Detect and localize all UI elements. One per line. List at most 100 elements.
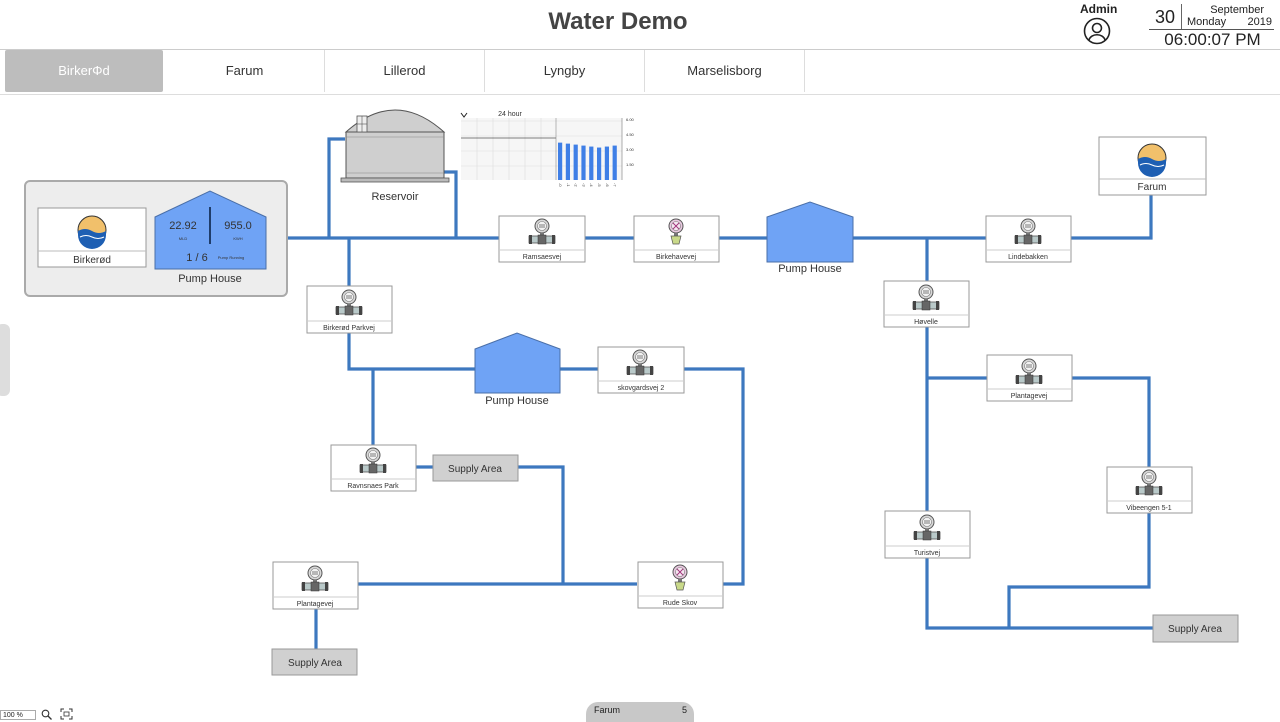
x-tick: -1 xyxy=(566,183,571,187)
station-label: Høvelle xyxy=(914,319,938,326)
pump-house-lower[interactable]: Pump House xyxy=(474,332,561,407)
trend-bar xyxy=(581,145,586,180)
supply-area-middle[interactable]: Supply Area xyxy=(432,454,519,482)
tab-lillerod[interactable]: Lillerod xyxy=(325,50,485,92)
date-year: 2019 xyxy=(1247,16,1272,28)
station-turistvej[interactable]: Turistvej xyxy=(884,510,971,559)
supply-area-left[interactable]: Supply Area xyxy=(271,648,358,676)
station-label: skovgardsvej 2 xyxy=(618,385,665,392)
station-label: Plantagevej xyxy=(297,601,334,608)
trend-bar xyxy=(604,146,609,180)
station-skovgardsvej[interactable]: skovgardsvej 2 xyxy=(597,346,685,394)
water-site-icon xyxy=(1137,143,1167,177)
side-panel-handle[interactable] xyxy=(0,324,10,396)
supply-area-label: Supply Area xyxy=(288,658,342,669)
energy-unit: KWH xyxy=(233,236,242,241)
y-tick: 6.00 xyxy=(626,117,635,122)
network-diagram: Birkerød 22.92 MLD 955.0 KWH 1 / 6 Pump … xyxy=(24,109,1239,676)
magnifier-icon[interactable] xyxy=(41,709,53,720)
supply-area-label: Supply Area xyxy=(448,464,502,475)
trend-bar xyxy=(565,143,570,180)
tab-birkerod[interactable]: BirkerΦd xyxy=(5,50,163,92)
x-tick: -6 xyxy=(605,183,610,187)
tabs-divider xyxy=(0,94,1280,95)
user-circle-icon[interactable] xyxy=(1083,17,1111,45)
station-label: Rude Skov xyxy=(663,600,698,607)
station-hovelle[interactable]: Høvelle xyxy=(883,280,970,328)
tab-marselisborg[interactable]: Marselisborg xyxy=(645,50,805,92)
header-divider xyxy=(0,49,1280,50)
pump-status: Pump Running xyxy=(218,255,244,260)
zoom-value: 100 % xyxy=(3,712,23,719)
trend-chart[interactable]: 24 hour 6.00 4.50 3.00 1.50 -0-1-2-3-4-5… xyxy=(460,111,635,187)
site-label-birkerod: Birkerød xyxy=(73,255,111,266)
page-tab-label: Farum xyxy=(594,705,621,715)
date-divider xyxy=(1181,4,1182,30)
pump-house-label: Pump House xyxy=(178,273,242,285)
flow-unit: MLD xyxy=(179,236,188,241)
site-label-farum: Farum xyxy=(1138,182,1167,193)
energy-value: 955.0 xyxy=(224,220,252,232)
station-label: Birkehavevej xyxy=(656,254,697,261)
page-title: Water Demo xyxy=(548,8,688,35)
station-lindebakken[interactable]: Lindebakken xyxy=(985,215,1072,263)
station-ravnsnaes-park[interactable]: Ravnsnaes Park xyxy=(330,444,417,492)
station-label: Birkerød Parkvej xyxy=(323,325,375,332)
fit-to-screen-icon[interactable] xyxy=(60,708,73,720)
tab-farum[interactable]: Farum xyxy=(165,50,325,92)
x-tick: -5 xyxy=(597,183,602,187)
station-plantagevej-left[interactable]: Plantagevej xyxy=(272,561,359,610)
trend-period-label: 24 hour xyxy=(498,111,522,118)
station-label: Ravnsnaes Park xyxy=(347,483,399,490)
station-label: Vibeengen 5-1 xyxy=(1126,505,1172,512)
trend-bar xyxy=(573,144,578,180)
tab-lyngby[interactable]: Lyngby xyxy=(485,50,645,92)
site-tabs: BirkerΦd Farum Lillerod Lyngby Marselisb… xyxy=(5,50,805,92)
station-birkerod-parkvej[interactable]: Birkerød Parkvej xyxy=(306,285,393,334)
date-underline xyxy=(1149,29,1274,30)
date-weekday: Monday xyxy=(1187,16,1227,28)
pump-house-label: Pump House xyxy=(485,395,549,407)
flow-value: 22.92 xyxy=(169,220,197,232)
trend-x-ticks: -0-1-2-3-4-5-6-7 xyxy=(558,183,618,187)
reservoir-label: Reservoir xyxy=(371,191,418,203)
trend-bar xyxy=(612,145,617,180)
pump-count: 1 / 6 xyxy=(186,252,207,264)
station-label: Plantagevej xyxy=(1011,393,1048,400)
trend-bar xyxy=(589,146,594,180)
station-label: Lindebakken xyxy=(1008,254,1048,261)
x-tick: -3 xyxy=(581,183,586,187)
trend-bars xyxy=(558,142,617,180)
page-tab[interactable]: Farum 5 xyxy=(586,702,694,722)
y-tick: 4.50 xyxy=(626,132,635,137)
station-ramsaesvej[interactable]: Ramsaesvej xyxy=(498,215,586,263)
clock-time: 06:00:07 PM xyxy=(1164,30,1261,49)
station-label: Turistvej xyxy=(914,550,941,557)
trend-bar xyxy=(597,147,602,180)
reservoir[interactable]: Reservoir xyxy=(340,109,450,203)
station-vibeengen[interactable]: Vibeengen 5-1 xyxy=(1106,466,1193,514)
pipe-network xyxy=(287,137,1153,649)
birkerod-panel[interactable]: Birkerød 22.92 MLD 955.0 KWH 1 / 6 Pump … xyxy=(24,180,288,297)
y-tick: 3.00 xyxy=(626,147,635,152)
trend-bar xyxy=(558,142,563,180)
chevron-down-icon[interactable] xyxy=(460,112,468,118)
pump-house-center[interactable]: Pump House xyxy=(766,201,854,275)
station-rude-skov[interactable]: Rude Skov xyxy=(637,561,724,609)
page-tab-count: 5 xyxy=(681,705,687,715)
station-label: Ramsaesvej xyxy=(523,254,562,261)
station-plantagevej-right[interactable]: Plantagevej xyxy=(986,354,1073,402)
station-birkehavevej[interactable]: Birkehavevej xyxy=(633,215,720,263)
date-day: 30 xyxy=(1154,7,1176,27)
x-tick: -0 xyxy=(558,183,563,187)
supply-area-right[interactable]: Supply Area xyxy=(1152,614,1239,643)
user-name[interactable]: Admin xyxy=(1080,2,1118,16)
y-tick: 1.50 xyxy=(626,162,635,167)
supply-area-label: Supply Area xyxy=(1168,624,1222,635)
water-site-icon xyxy=(77,215,107,249)
x-tick: -4 xyxy=(589,183,594,187)
farum-site[interactable]: Farum xyxy=(1098,136,1207,196)
pump-house-label: Pump House xyxy=(778,263,842,275)
date-month: September xyxy=(1210,4,1264,16)
zoom-select[interactable]: 100 % xyxy=(0,710,36,720)
